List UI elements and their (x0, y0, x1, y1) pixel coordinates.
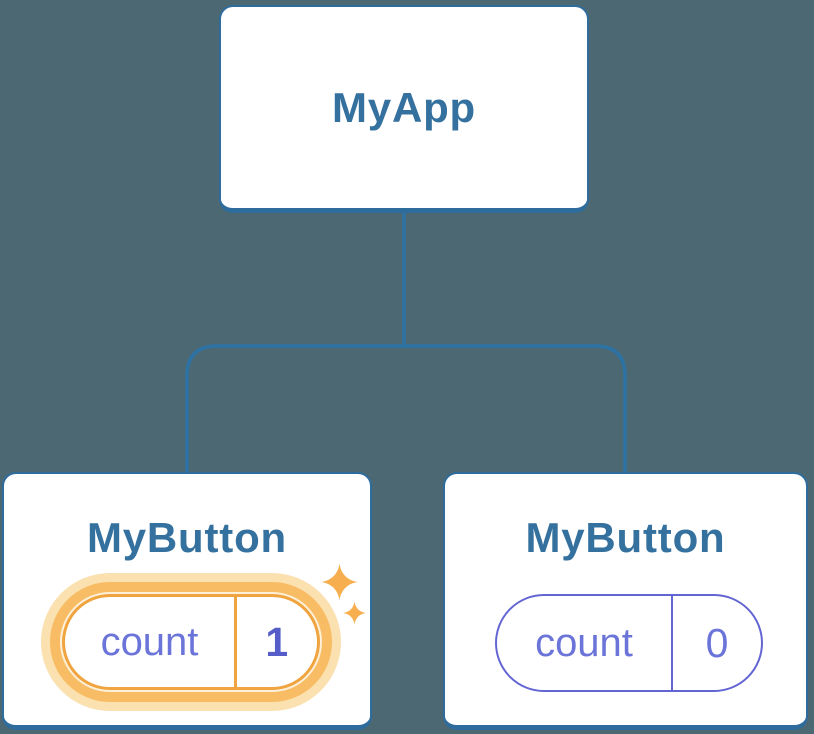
sparkle-icon-small (343, 601, 366, 625)
count-state-value: 0 (705, 619, 729, 666)
connector-branch (185, 344, 627, 473)
count-state-pill-highlighted: count 1 (62, 594, 320, 690)
myapp-label: MyApp (332, 83, 476, 131)
count-state-key: count (535, 621, 633, 665)
sparkle-icon-large (321, 563, 358, 601)
tree-node-myapp: MyApp (219, 5, 589, 213)
tree-node-mybutton-right: MyButton count 0 (443, 472, 808, 730)
mybutton-right-label: MyButton (525, 514, 726, 561)
mybutton-left-label: MyButton (86, 514, 287, 561)
count-state-pill: count 0 (495, 594, 763, 692)
count-state-key: count (100, 620, 199, 664)
tree-node-mybutton-left: MyButton count 1 (2, 472, 372, 730)
count-state-value: 1 (265, 618, 289, 665)
pill-divider (671, 596, 673, 690)
pill-divider (234, 597, 237, 687)
